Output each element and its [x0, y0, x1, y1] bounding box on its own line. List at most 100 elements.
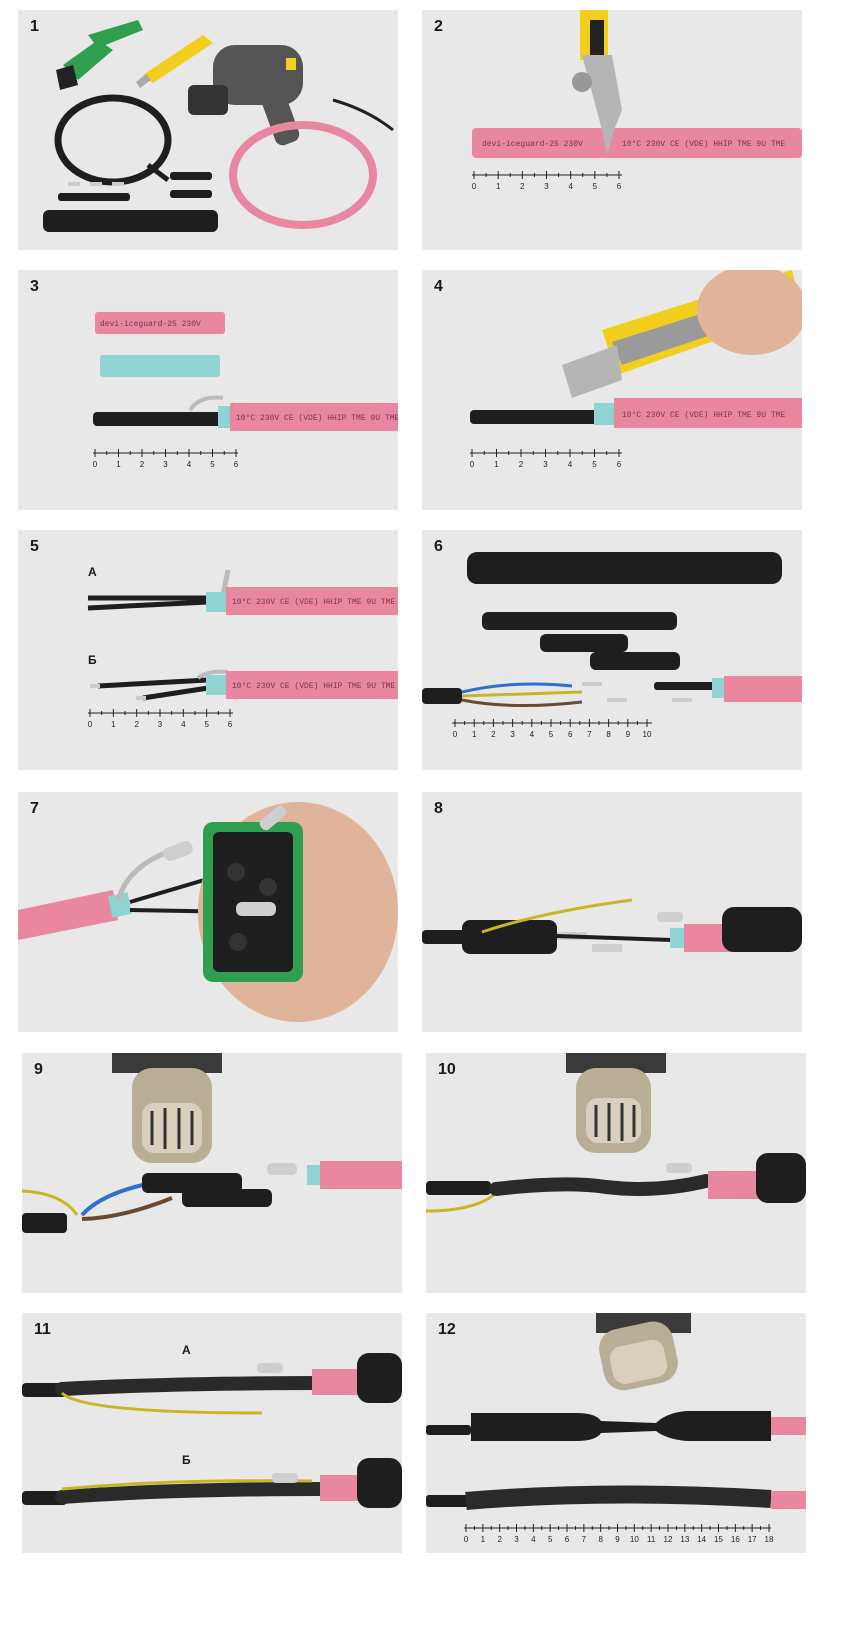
crimping-tool-icon [203, 805, 303, 982]
ruler-tick-label: 6 [568, 730, 573, 739]
step-10-panel: 10 [426, 1053, 806, 1293]
ruler-tick-label: 0 [453, 730, 458, 739]
step-3-panel: 3 devi-iceguard-25 230V 10°C 230V CE (VD… [18, 270, 398, 510]
step-number: 5 [30, 538, 39, 555]
step-8-panel: 8 [422, 792, 802, 1032]
heat-shrinking-joint-photo [426, 1053, 806, 1213]
step-1-panel: 1 [18, 10, 398, 250]
ruler-tick-label: 0 [464, 1535, 469, 1544]
heat-gun-nozzle-icon [112, 1053, 222, 1163]
cable-print-text: 10°C 230V CE (VDE) HHIP TME 9U TME [232, 598, 395, 607]
ruler-tick-label: 4 [531, 1535, 536, 1544]
cable-print-text: 10°C 230V CE (VDE) HHIP TME 9U TME [232, 682, 395, 691]
ruler-tick-label: 12 [664, 1535, 673, 1544]
ruler-tick-label: 3 [544, 182, 549, 191]
heat-gun-icon [188, 45, 394, 146]
step-number: 7 [30, 800, 39, 817]
ruler-tick-label: 5 [210, 460, 215, 469]
step-number: 4 [434, 278, 443, 295]
cutting-cable-photo: devi-iceguard-25 230V 10°C 230V CE (VDE)… [472, 10, 802, 191]
ruler-tick-label: 18 [765, 1535, 774, 1544]
pink-cable [472, 128, 802, 158]
step-number: 6 [434, 538, 443, 555]
ruler-tick-label: 6 [617, 182, 622, 191]
variant-b-label: Б [88, 653, 97, 667]
ruler-tick-label: 0 [93, 460, 98, 469]
ruler-tick-label: 8 [606, 730, 611, 739]
ruler-tick-label: 0 [470, 460, 475, 469]
ruler-tick-label: 1 [116, 460, 121, 469]
variant-a-label: А [182, 1343, 191, 1357]
ruler-tick-label: 1 [496, 182, 501, 191]
ruler-tick-label: 1 [111, 720, 116, 729]
ruler-tick-label: 11 [647, 1535, 656, 1544]
ruler-tick-label: 2 [134, 720, 139, 729]
crimping-connector-photo [18, 802, 398, 1022]
step-11-panel: 11 А Б [22, 1313, 402, 1553]
ruler-tick-label: 5 [592, 460, 597, 469]
ruler-tick-label: 14 [697, 1535, 706, 1544]
step-9-panel: 9 [22, 1053, 402, 1293]
ruler-tick-label: 2 [497, 1535, 502, 1544]
step-number: 2 [434, 18, 443, 35]
cable-print-text: devi-iceguard-25 230V [100, 320, 201, 329]
step-number: 1 [30, 18, 39, 35]
utility-knife-icon [572, 10, 622, 155]
ruler-tick-label: 2 [491, 730, 496, 739]
step-number: 8 [434, 800, 443, 817]
ruler-tick-label: 16 [731, 1535, 740, 1544]
utility-knife-icon [136, 35, 213, 88]
ruler-tick-label: 3 [543, 460, 548, 469]
step-7-panel: 7 [18, 792, 398, 1032]
ruler-tick-label: 3 [514, 1535, 519, 1544]
ruler-tick-label: 0 [88, 720, 93, 729]
step-number: 12 [438, 1321, 456, 1338]
step-2-panel: 2 devi-iceguard-25 230V 10°C 230V CE (VD… [422, 10, 802, 250]
ruler-tick-label: 2 [140, 460, 145, 469]
ruler-tick-label: 4 [568, 460, 573, 469]
step-5-panel: 5 А Б 10°C 230V CE (VDE) HHIP TME 9U TME… [18, 530, 398, 770]
earth-wire-variants-photo [22, 1353, 402, 1508]
cable-preparation-photo: devi-iceguard-25 230V 10°C 230V CE (VDE)… [93, 312, 398, 469]
ruler-tick-label: 2 [519, 460, 524, 469]
ruler-tick-label: 10 [643, 730, 652, 739]
cable-print-text: 10°C 230V CE (VDE) HHIP TME 9U TME [622, 140, 785, 149]
ruler-tick-label: 1 [472, 730, 477, 739]
ruler-tick-label: 5 [549, 730, 554, 739]
step-number: 10 [438, 1061, 456, 1078]
ruler-tick-label: 15 [714, 1535, 723, 1544]
hand-icon [697, 270, 802, 355]
ruler-tick-label: 4 [187, 460, 192, 469]
ruler-tick-label: 13 [680, 1535, 689, 1544]
variant-a-label: А [88, 565, 97, 579]
ruler-tick-label: 4 [530, 730, 535, 739]
ruler-tick-label: 9 [626, 730, 631, 739]
ruler-tick-label: 8 [598, 1535, 603, 1544]
ruler-tick-label: 0 [472, 182, 477, 191]
joining-wires-photo [422, 898, 802, 954]
cyan-sleeve [100, 355, 220, 377]
ruler-tick-label: 10 [630, 1535, 639, 1544]
ruler-tick-label: 17 [748, 1535, 757, 1544]
cable-print-text: devi-iceguard-25 230V [482, 140, 583, 149]
crimping-pliers-icon [56, 20, 143, 90]
step-number: 11 [34, 1321, 51, 1338]
ruler-tick-label: 4 [568, 182, 573, 191]
ruler-tick-label: 4 [181, 720, 186, 729]
stripped-cable-variants-photo: 10°C 230V CE (VDE) HHIP TME 9U TME 10°C … [88, 569, 398, 729]
heat-gun-nozzle-icon [596, 1313, 691, 1391]
ruler-tick-label: 5 [548, 1535, 553, 1544]
step-number: 9 [34, 1061, 43, 1078]
ruler-tick-label: 1 [481, 1535, 486, 1544]
variant-b-label: Б [182, 1453, 191, 1467]
large-shrink-tube-icon [43, 210, 218, 232]
ruler-tick-label: 6 [234, 460, 239, 469]
